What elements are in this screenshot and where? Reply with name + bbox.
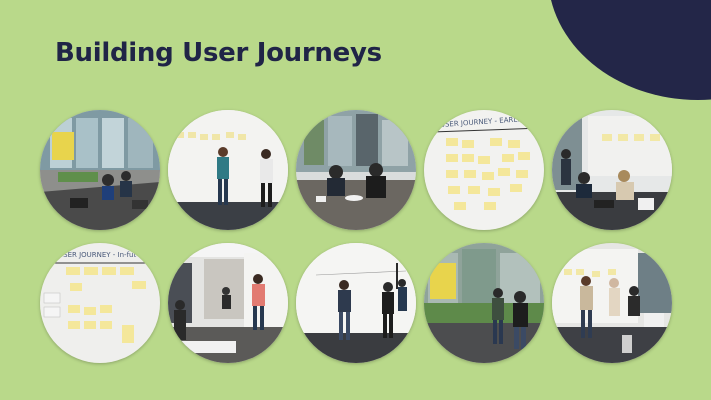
photo-people-by-window-with-notes: [424, 243, 544, 363]
photo-two-people-at-whiteboard: [168, 110, 288, 230]
photo-sticky-note-wall-closeup: USER JOURNEY - EARLY F: [424, 110, 544, 230]
photo-people-at-window-table: [296, 110, 416, 230]
photo-man-writing-on-whiteboard: [168, 243, 288, 363]
board-handwriting-b: USER JOURNEY - In-fut: [58, 251, 136, 259]
corner-accent-shape: [548, 0, 711, 100]
photo-people-mapping-journey: [296, 243, 416, 363]
slide-title: Building User Journeys: [55, 38, 382, 68]
photo-team-at-table: [40, 110, 160, 230]
photo-user-journey-board-closeup: USER JOURNEY - In-fut: [40, 243, 160, 363]
photo-team-working-at-table: [552, 110, 672, 230]
photo-team-standing-at-whiteboard: [552, 243, 672, 363]
